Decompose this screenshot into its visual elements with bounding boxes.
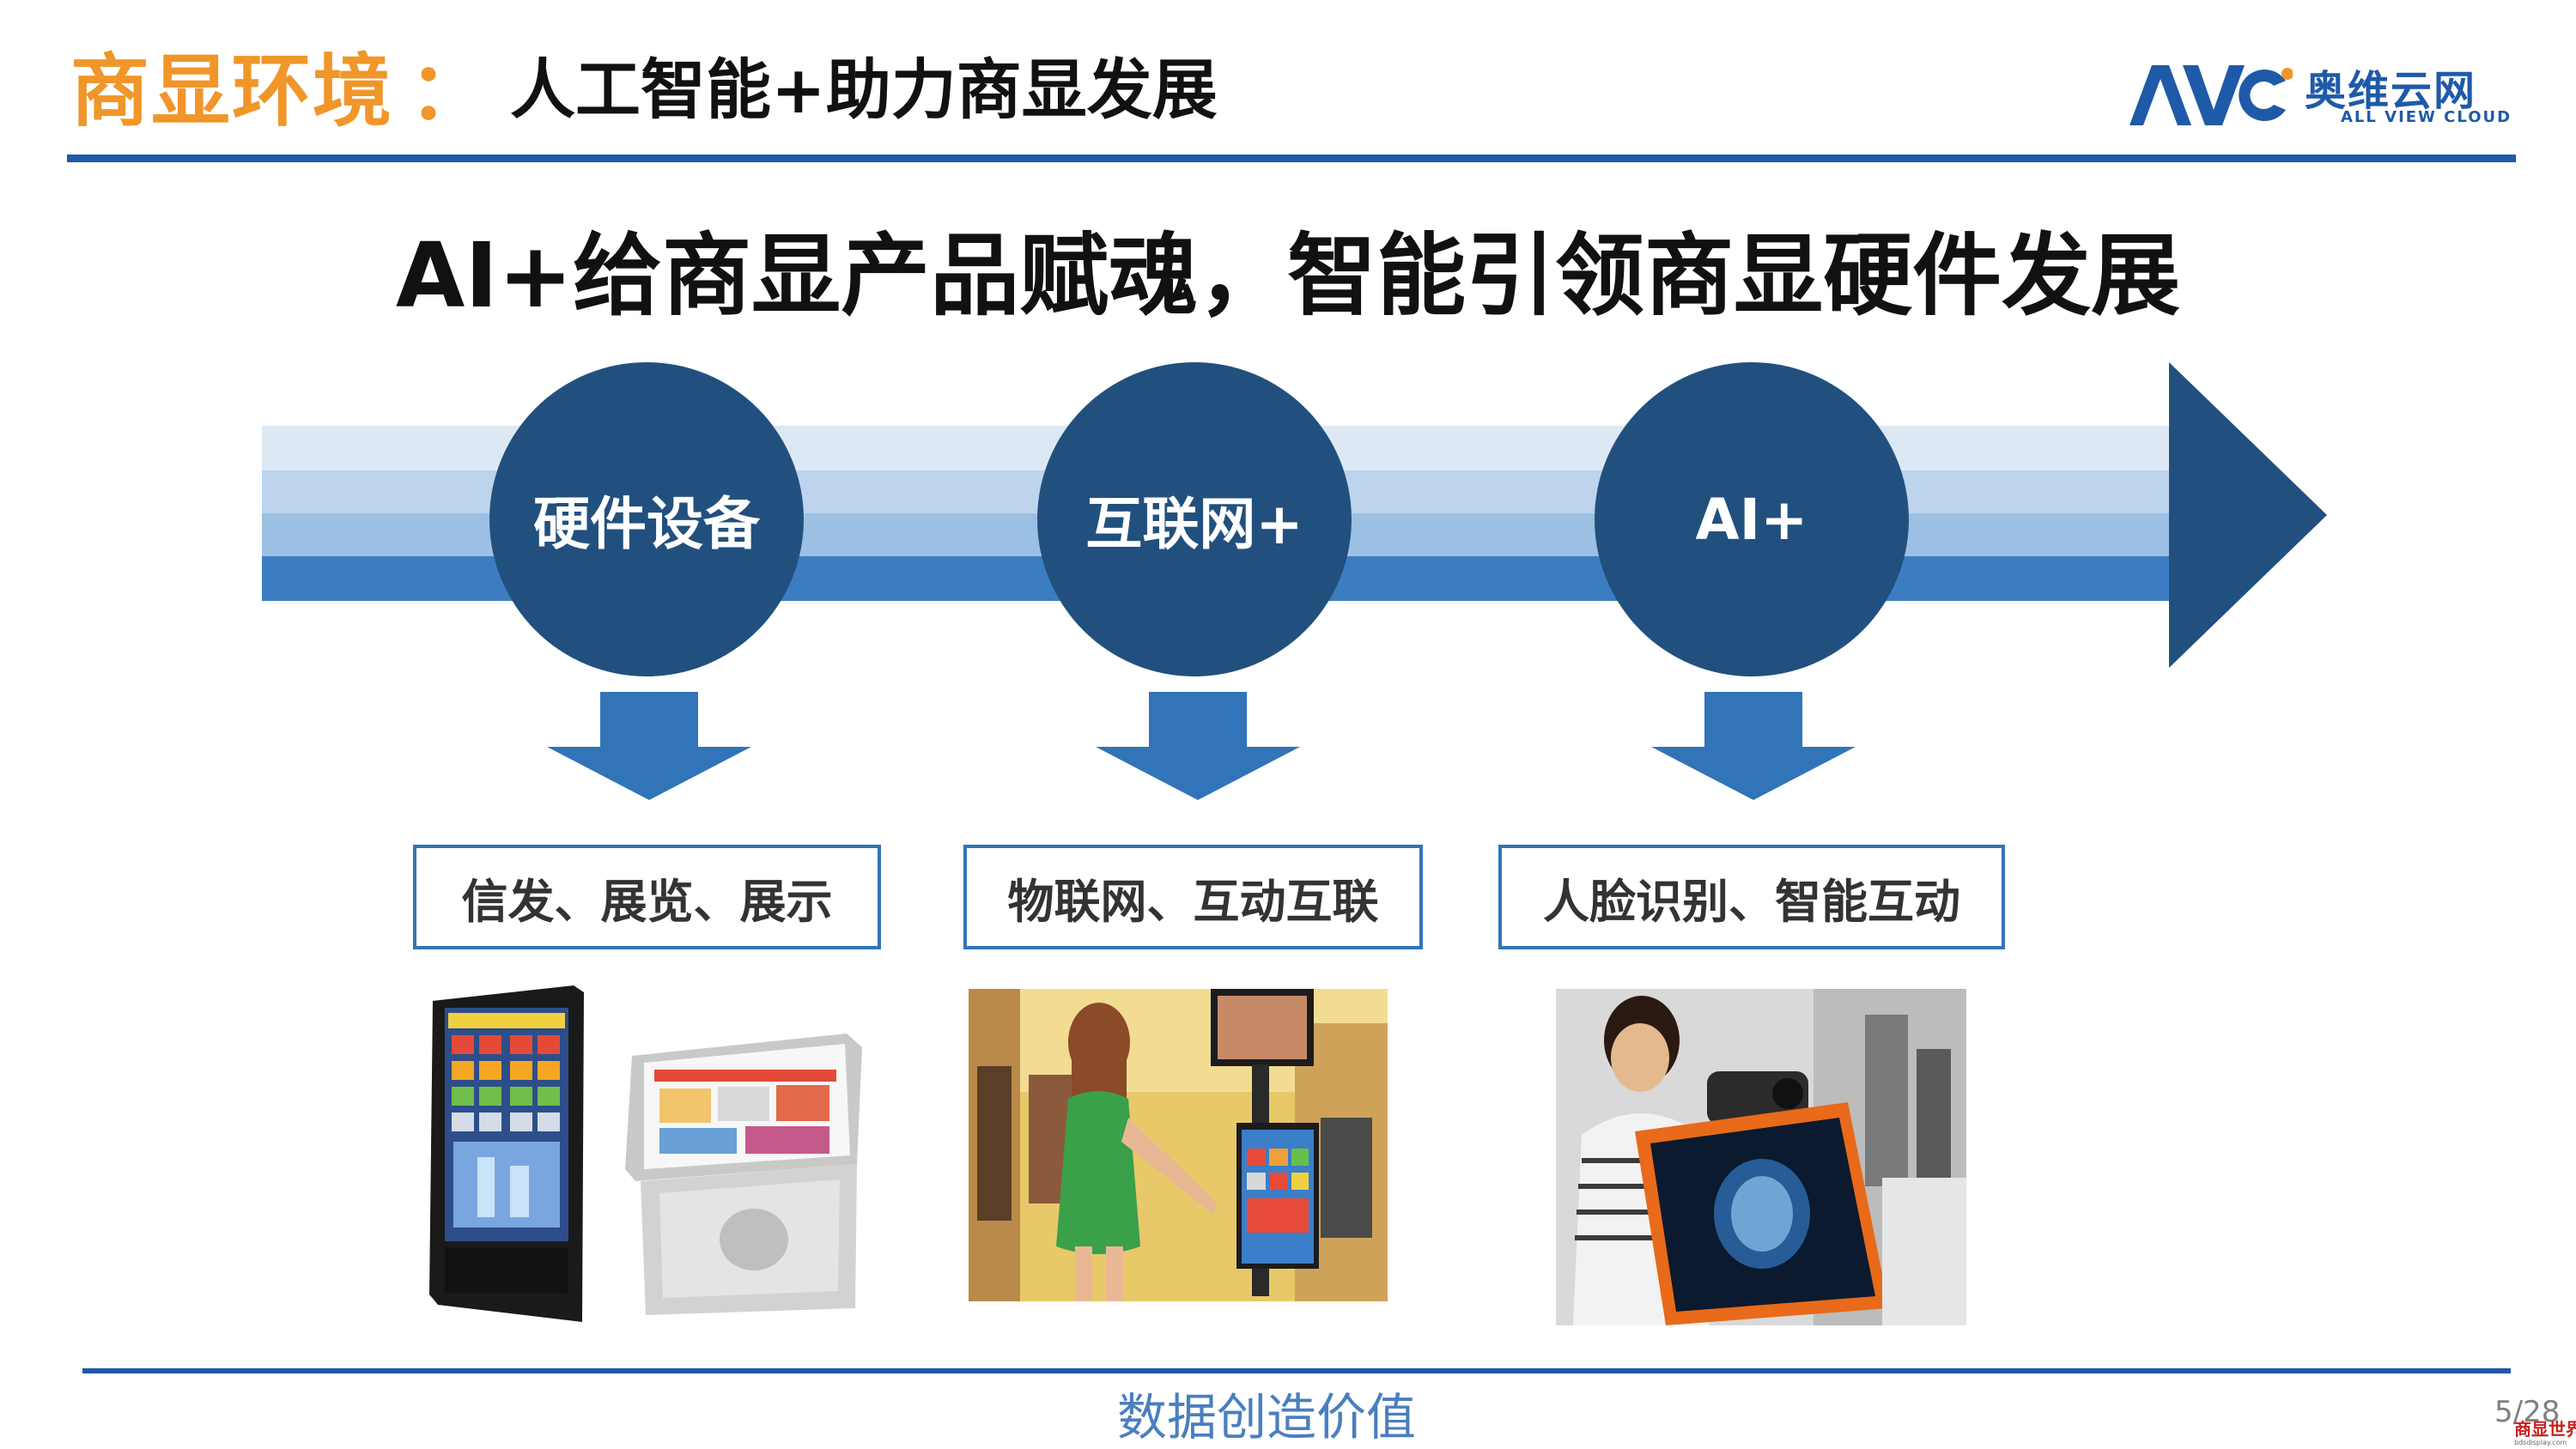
logo-en-text: ALL VIEW CLOUD bbox=[2341, 108, 2512, 126]
down-arrow-icon bbox=[1096, 692, 1300, 800]
stage-circle-internet: 互联网+ bbox=[1037, 362, 1352, 676]
title-colon: ： bbox=[409, 45, 489, 137]
caption-box-ai: 人脸识别、智能互动 bbox=[1498, 845, 2005, 949]
caption-text: 人脸识别、智能互动 bbox=[1543, 874, 1960, 929]
logo-cn-text: 奥维云网 bbox=[2305, 67, 2477, 115]
slide-title: 商显环境 ： 人工智能+助力商显发展 bbox=[70, 33, 1218, 137]
page-number: 5/28 bbox=[2494, 1395, 2561, 1429]
avc-logo-mark bbox=[2129, 65, 2293, 125]
caption-text: 物联网、互动互联 bbox=[1007, 874, 1379, 929]
footer-tagline: 数据创造价值 bbox=[1116, 1388, 1416, 1446]
photo-face-recognition bbox=[1556, 989, 1966, 1325]
watermark-en: bdsdisplay.com bbox=[2514, 1439, 2567, 1446]
down-arrow-icon bbox=[1651, 692, 1856, 800]
watermark-cn: 商显世界 bbox=[2514, 1419, 2576, 1440]
footer-divider bbox=[82, 1368, 2511, 1373]
title-accent: 商显环境 bbox=[70, 45, 394, 137]
stage-label: 硬件设备 bbox=[533, 491, 760, 557]
photo-horizontal-kiosk bbox=[625, 1034, 862, 1315]
header-divider bbox=[67, 155, 2516, 162]
photo-interactive-store bbox=[969, 989, 1388, 1301]
timeline-arrow-icon bbox=[2169, 362, 2327, 668]
headline: AI+给商显产品赋魂，智能引领商显硬件发展 bbox=[395, 223, 2181, 328]
avc-logo: 奥维云网 ALL VIEW CLOUD bbox=[2129, 53, 2516, 139]
stage-label: 互联网+ bbox=[1085, 491, 1303, 557]
stage-label: AI+ bbox=[1695, 486, 1808, 553]
photo-vertical-kiosk bbox=[429, 985, 584, 1322]
caption-box-internet: 物联网、互动互联 bbox=[963, 845, 1423, 949]
title-main: 人工智能+助力商显发展 bbox=[510, 52, 1218, 128]
watermark: 商显世界 bdsdisplay.com bbox=[2514, 1419, 2576, 1446]
stage-circle-ai: AI+ bbox=[1595, 362, 1909, 676]
caption-box-hardware: 信发、展览、展示 bbox=[413, 845, 881, 949]
stage-circle-hardware: 硬件设备 bbox=[489, 362, 804, 676]
caption-text: 信发、展览、展示 bbox=[461, 874, 833, 929]
down-arrow-icon bbox=[547, 692, 751, 800]
